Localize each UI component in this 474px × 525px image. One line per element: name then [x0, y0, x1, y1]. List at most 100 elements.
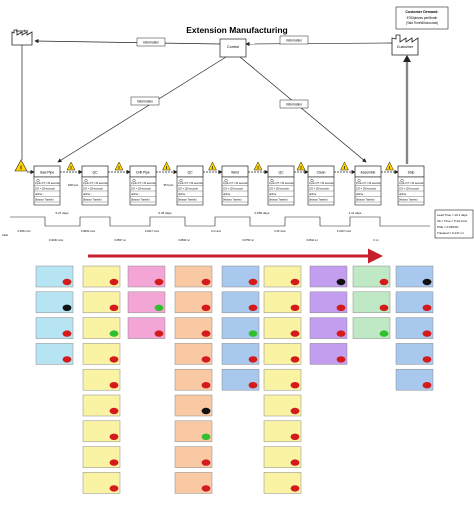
operator-icon — [400, 178, 404, 182]
timeline-time: 0.0167 mins — [337, 229, 352, 233]
production-control-box — [219, 38, 247, 58]
red-status-dot-icon — [290, 485, 300, 492]
operator-icon — [132, 178, 136, 182]
info-box-right-top — [279, 35, 309, 45]
green-status-dot-icon — [109, 330, 119, 337]
red-status-dot-icon — [290, 459, 300, 466]
process-data-line: Cycle C/T = 60 seconds — [356, 183, 381, 185]
summary-line-2: VA = Time = 5.44 mins — [437, 219, 467, 223]
process-data-line: Distance Traveled — [356, 199, 375, 202]
inventory-mark: I — [118, 165, 119, 170]
black-status-dot-icon — [422, 278, 432, 286]
info-flow-control-to-assemble — [239, 56, 367, 163]
operator-icon — [357, 178, 361, 182]
card-column-3 — [174, 265, 213, 494]
process-label: Drill Pipe — [136, 171, 150, 175]
operator-icon — [270, 178, 274, 182]
red-status-dot-icon — [290, 278, 300, 286]
process-data-line: C/O = 100 seconds — [309, 189, 330, 191]
process-data-line: Distance Traveled — [269, 199, 288, 202]
process-label: Assemble — [361, 171, 376, 175]
process-data-line: Uptime — [356, 193, 364, 196]
inventory-mark: I — [389, 165, 390, 170]
red-status-dot-icon — [109, 356, 119, 363]
process-data-line: C/O = 100 seconds — [131, 189, 152, 191]
process-data-line: Cycle C/T = 60 seconds — [223, 183, 248, 185]
process-data-line: Distance Traveled — [223, 199, 242, 202]
timeline-time: 0.0054 min — [18, 229, 31, 233]
red-status-dot-icon — [248, 278, 258, 286]
inventory-note: 95.5 pcs — [164, 183, 175, 187]
info-box-left-top — [136, 37, 166, 47]
red-status-dot-icon — [248, 304, 258, 311]
inventory-warning-icon — [66, 161, 76, 171]
process-label: Ship — [408, 171, 415, 175]
summary-box — [434, 209, 474, 239]
timeline-time: 0 mi — [374, 238, 379, 242]
red-status-dot-icon — [154, 330, 164, 337]
red-status-dot-icon — [248, 382, 258, 389]
process-label: QC — [187, 171, 193, 175]
red-status-dot-icon — [379, 278, 389, 286]
process-data-line: Cycle C/T = 60 seconds — [83, 183, 108, 185]
process-data-line: C/O = 100 seconds — [223, 189, 244, 191]
process-data-line: C/O = 100 seconds — [178, 189, 199, 191]
inventory-mark: I — [212, 165, 213, 170]
black-status-dot-icon — [62, 304, 72, 311]
card-column-5 — [263, 265, 302, 494]
timeline-days: 0.050 days — [255, 211, 270, 215]
red-status-dot-icon — [336, 356, 346, 363]
red-status-dot-icon — [290, 304, 300, 311]
red-status-dot-icon — [154, 278, 164, 286]
red-status-dot-icon — [201, 356, 211, 363]
card-column-6 — [309, 265, 348, 365]
process-label: QC — [92, 171, 98, 175]
customer-demand-line1: 5760pieces perMonth — [407, 16, 438, 20]
inventory-mark: I — [344, 165, 345, 170]
red-status-dot-icon — [109, 433, 119, 440]
process-data-line: Distance Traveled — [131, 199, 150, 202]
red-status-dot-icon — [109, 278, 119, 286]
operator-icon — [224, 178, 228, 182]
process-label: QC — [278, 171, 284, 175]
red-status-dot-icon — [201, 304, 211, 311]
timeline-ladder — [10, 216, 430, 227]
process-data-line: Cycle C/T = 60 seconds — [178, 183, 203, 185]
black-status-dot-icon — [201, 407, 211, 415]
process-data-line: Uptime — [223, 193, 231, 196]
timeline-time: 0.0750 mi — [242, 238, 254, 242]
inventory-warning-icon — [14, 159, 28, 172]
red-status-dot-icon — [248, 356, 258, 363]
process-data-line: Distance Traveled — [399, 199, 418, 202]
customer-demand-line2: (Takt Time\60seconds) — [406, 21, 438, 25]
info-flow-control-to-supplier — [34, 38, 221, 45]
red-status-dot-icon — [109, 304, 119, 311]
red-status-dot-icon — [290, 356, 300, 363]
timeline-days: 1.11 days — [349, 211, 362, 215]
inventory-warning-icon — [253, 161, 263, 171]
red-status-dot-icon — [379, 304, 389, 311]
process-label: Clean — [317, 171, 326, 175]
card-column-2 — [127, 265, 166, 339]
timeline-days: 0.45 days — [158, 211, 172, 215]
process-data-line: Cycle C/T = 60 seconds — [269, 183, 294, 185]
red-status-dot-icon — [201, 485, 211, 492]
info-box-right-mid — [279, 99, 309, 109]
summary-line-1: Lead Time = 10.1 days — [437, 213, 468, 217]
process-data-line: Uptime — [83, 193, 91, 196]
customer-demand-title: Customer Demand: — [405, 10, 438, 14]
process-data-line: Cycle C/T = 60 seconds — [309, 183, 334, 185]
process-data-line: C/O = 100 seconds — [399, 189, 420, 191]
supplier-factory-icon — [11, 29, 33, 46]
green-status-dot-icon — [201, 433, 211, 440]
timeline-time: 0.0833 mins — [81, 229, 96, 233]
process-data-line: Distance Traveled — [309, 199, 328, 202]
process-label: Weld — [231, 171, 239, 175]
info-box-left-mid — [130, 96, 160, 106]
